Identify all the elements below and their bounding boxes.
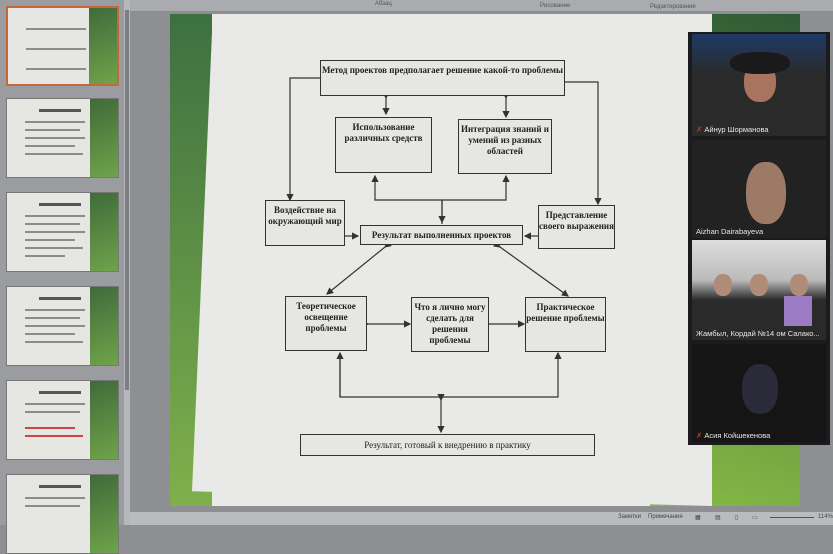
participant-tile[interactable]: Aizhan Dairabayeva: [692, 140, 826, 238]
slide-thumbnail[interactable]: [6, 380, 119, 460]
ribbon: Абзац Рисование Редактирование: [0, 0, 833, 12]
thumbnail-scrollbar[interactable]: [124, 0, 130, 525]
zoom-slider[interactable]: [770, 517, 814, 518]
slide-thumbnails-panel: [0, 0, 130, 554]
slide-thumbnail[interactable]: [6, 6, 119, 86]
diagram-box-expression: Представление своего выражения: [538, 205, 615, 249]
diagram-connectors: [286, 77, 602, 434]
slide-thumbnail[interactable]: [6, 192, 119, 272]
video-participants-panel: ✗ Айнур Шорманова Aizhan Dairabayeva Жам…: [688, 32, 830, 445]
slide-sorter-icon[interactable]: ▤: [715, 515, 721, 521]
slideshow-icon[interactable]: ▭: [752, 515, 758, 521]
normal-view-icon[interactable]: ▦: [695, 515, 701, 521]
diagram-box-project-result: Результат выполненных проектов: [360, 225, 523, 245]
diagram-box-project-method: Метод проектов предполагает решение како…: [320, 60, 565, 96]
zoom-level[interactable]: 114%: [818, 514, 833, 520]
participant-name: Айнур Шорманова: [704, 125, 769, 134]
slide-thumbnail[interactable]: [6, 98, 119, 178]
reading-view-icon[interactable]: ▯: [735, 515, 739, 521]
participant-name: Жамбыл, Кордай №14 ом Салако...: [696, 329, 820, 338]
diagram-box-various-tools: Использование различных средств: [335, 117, 432, 173]
muted-mic-icon: ✗: [696, 125, 705, 134]
diagram-box-final-result: Результат, готовый к внедрению в практик…: [300, 434, 595, 456]
muted-mic-icon: ✗: [696, 431, 705, 440]
diagram-box-theory: Теоретическое освещение проблемы: [285, 296, 367, 351]
status-bar: Заметки Примечания ▦ ▤ ▯ ▭ 114%: [130, 512, 833, 525]
diagram-box-integration: Интеграция знаний и умений из разных обл…: [458, 119, 552, 174]
ribbon-group-editing[interactable]: Редактирование: [650, 4, 696, 10]
diagram-box-practice: Практическое решение проблемы: [525, 297, 606, 352]
participant-tile[interactable]: ✗ Айнур Шорманова: [692, 34, 826, 136]
comments-button[interactable]: Примечания: [648, 514, 683, 520]
notes-button[interactable]: Заметки: [618, 514, 641, 520]
ribbon-group-paragraph[interactable]: Абзац: [375, 1, 392, 7]
diagram-box-impact: Воздействие на окружающий мир: [265, 200, 345, 246]
participant-tile[interactable]: Жамбыл, Кордай №14 ом Салако...: [692, 240, 826, 340]
participant-name: Aizhan Dairabayeva: [696, 227, 764, 236]
participant-name: Асия Койшекенова: [704, 431, 771, 440]
participant-tile[interactable]: ✗ Асия Койшекенова: [692, 344, 826, 442]
diagram-box-personal: Что я лично могу сделать для решения про…: [411, 297, 489, 352]
ribbon-group-drawing[interactable]: Рисование: [540, 3, 571, 9]
slide-thumbnail[interactable]: [6, 286, 119, 366]
